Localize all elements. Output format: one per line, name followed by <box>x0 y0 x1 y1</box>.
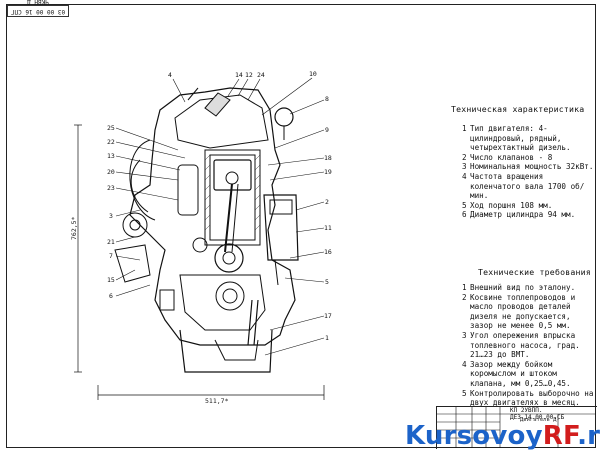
callout-label: 11 <box>324 224 332 232</box>
callout-label: 4 <box>168 71 172 79</box>
callout-label: 8 <box>325 95 329 103</box>
width-dimension: 511,7* <box>205 397 229 405</box>
callout-label: 6 <box>109 292 113 300</box>
callout-label: 16 <box>324 248 332 256</box>
title-block <box>436 406 597 449</box>
callout-label: 10 <box>309 70 317 78</box>
callout-label: 9 <box>325 126 329 134</box>
callout-label: 3 <box>109 212 113 220</box>
callout-label: 22 <box>107 138 115 146</box>
callout-label: 15 <box>107 276 115 284</box>
callout-label: 12 <box>245 71 253 79</box>
callout-label: 1 <box>325 334 329 342</box>
drawing-name: Двигатель Д- <box>520 417 560 423</box>
callout-label: 21 <box>107 238 115 246</box>
engine-block-outline <box>129 87 296 346</box>
drawing-code: КП 2УВПП. ДЕЗ.14.00.00.СБ <box>510 407 565 421</box>
callout-label: 13 <box>107 152 115 160</box>
callout-label: 5 <box>325 278 329 286</box>
height-dimension: 762,5* <box>70 216 78 240</box>
callout-label: 23 <box>107 184 115 192</box>
callout-label: 17 <box>324 312 332 320</box>
callout-label: 24 <box>257 71 265 79</box>
drawing-frame <box>6 4 596 448</box>
callout-label: 2 <box>325 198 329 206</box>
watermark-logo: KursovoyRF.ru <box>405 421 600 451</box>
callout-label: 19 <box>324 168 332 176</box>
requirements-title: Технические требования <box>478 267 591 277</box>
callout-label: 14 <box>235 71 243 79</box>
callout-label: 18 <box>324 154 332 162</box>
callout-label: 25 <box>107 124 115 132</box>
callout-label: 20 <box>107 168 115 176</box>
tech-spec-title: Техническая характеристика <box>451 104 585 114</box>
callout-label: 7 <box>109 252 113 260</box>
